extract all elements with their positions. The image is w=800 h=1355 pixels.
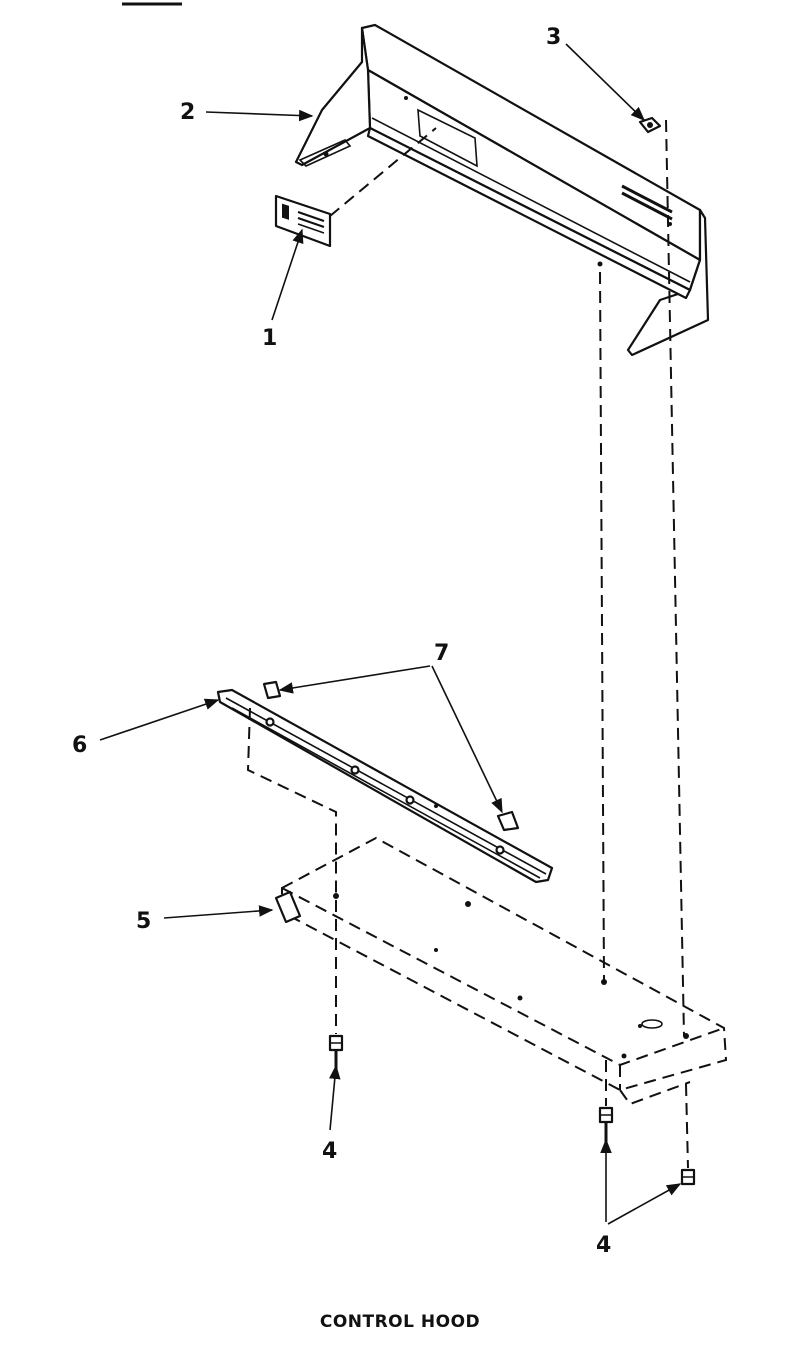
clip-part-3 bbox=[638, 116, 662, 134]
callout-1: 1 bbox=[262, 326, 277, 351]
hood-base-dashed bbox=[274, 836, 728, 1106]
control-hood-panel bbox=[294, 23, 710, 357]
base-corner-clip bbox=[274, 890, 302, 924]
callout-4-left: 4 bbox=[322, 1139, 337, 1164]
screw-right bbox=[680, 1168, 696, 1186]
nameplate bbox=[274, 194, 332, 248]
hinge-pad-top bbox=[262, 680, 282, 700]
diagram-title: CONTROL HOOD bbox=[319, 1312, 481, 1332]
callout-5: 5 bbox=[136, 909, 151, 934]
callout-2: 2 bbox=[180, 100, 195, 125]
hinge-pad-bottom bbox=[496, 810, 520, 832]
callout-4-right: 4 bbox=[596, 1233, 611, 1258]
callout-7: 7 bbox=[434, 641, 449, 666]
callout-6: 6 bbox=[72, 733, 87, 758]
hinge-strip bbox=[216, 688, 554, 884]
screw-center bbox=[598, 1106, 614, 1142]
callout-3: 3 bbox=[546, 25, 561, 50]
alignment-lines bbox=[246, 119, 689, 1169]
vent-slots-right bbox=[621, 184, 673, 221]
leader-lines bbox=[99, 43, 682, 1225]
screw-left bbox=[328, 1034, 344, 1070]
